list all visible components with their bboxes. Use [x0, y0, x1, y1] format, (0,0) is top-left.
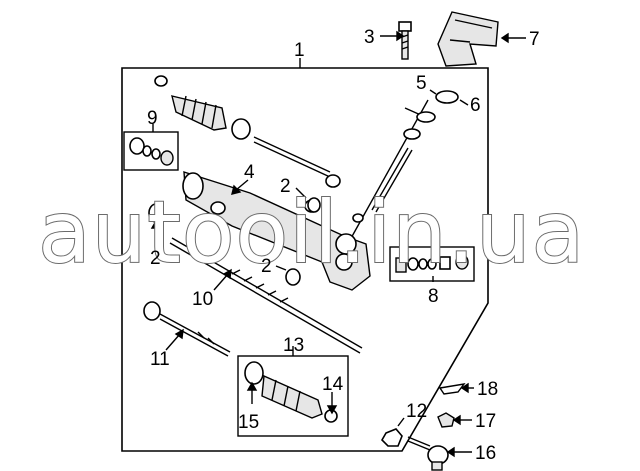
- callout-10: 10: [192, 289, 213, 310]
- rack-part-10: [169, 237, 363, 354]
- callout-14: 14: [322, 374, 344, 395]
- rack-housing-part-4: [182, 171, 371, 291]
- pinion-shaft: [349, 99, 436, 241]
- boot-kit-part-13: [244, 361, 338, 423]
- outer-boot-upper: [154, 75, 341, 188]
- tie-rod-end-part-16: [407, 436, 449, 471]
- callout-3: 3: [364, 27, 375, 48]
- callout-13: 13: [283, 335, 304, 356]
- o-ring-part-6: [435, 90, 459, 104]
- callout-5: 5: [416, 73, 427, 94]
- seal-kit-box-8: [389, 246, 475, 282]
- callout-1: 1: [294, 40, 305, 61]
- callout-15: 15: [238, 412, 259, 433]
- callout-9: 9: [147, 108, 158, 129]
- nut-part-17: [437, 412, 455, 428]
- callout-2-upper: 2: [280, 176, 291, 197]
- seal-kit-part-9: [129, 137, 174, 166]
- callout-16: 16: [475, 443, 496, 464]
- inner-tie-rod-part-11: [143, 301, 231, 357]
- callout-2-lower: 2: [261, 256, 272, 277]
- callout-12: 12: [406, 401, 427, 422]
- watermark-text: autooil.in.ua: [38, 183, 585, 283]
- bushing-part-2c: [285, 268, 301, 286]
- callout-7: 7: [529, 29, 540, 50]
- nut-part-12: [381, 428, 403, 447]
- callout-6: 6: [470, 95, 481, 116]
- callout-4: 4: [244, 162, 255, 183]
- callout-8: 8: [428, 286, 439, 307]
- callout-11: 11: [150, 349, 170, 370]
- cotter-pin-part-18: [438, 383, 466, 395]
- callout-2-left: 2: [150, 248, 161, 269]
- column-cover-part-7: [437, 11, 499, 67]
- seal-kit-part-8: [395, 254, 469, 273]
- callout-17: 17: [475, 411, 496, 432]
- seal-kit-box-9: [123, 131, 179, 171]
- leader-lines: [150, 30, 526, 458]
- assembly-outline: [121, 67, 489, 452]
- bushing-part-2b: [307, 197, 321, 213]
- bolt-part-3: [398, 21, 412, 60]
- callout-18: 18: [477, 379, 498, 400]
